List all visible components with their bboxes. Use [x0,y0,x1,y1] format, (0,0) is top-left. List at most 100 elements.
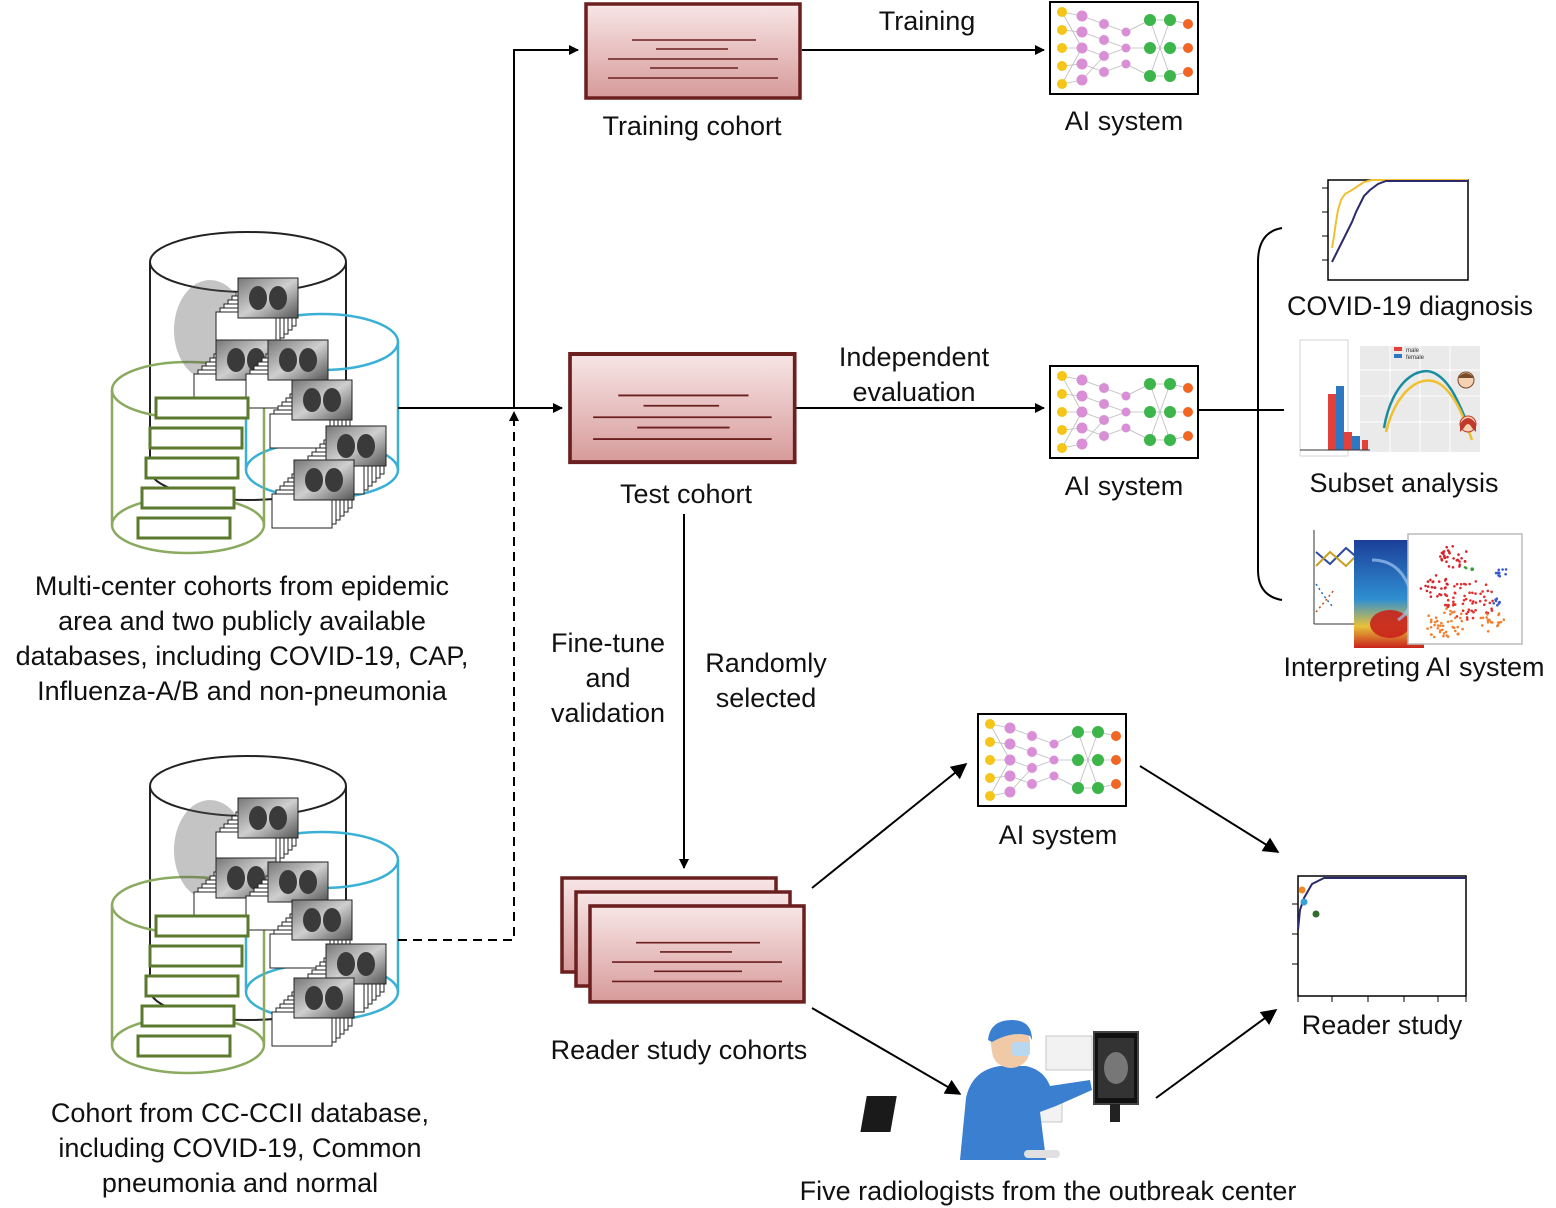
tsne-point [1429,625,1433,629]
tsne-point [1465,550,1468,553]
tsne-point [1474,601,1478,604]
tsne-point [1465,612,1468,615]
tsne-point [1426,585,1430,588]
fine-tune-label: Fine-tune and validation [530,626,686,731]
tsne-point [1498,601,1501,604]
tsne-point [1451,566,1455,569]
tsne-point [1446,598,1450,602]
ai-system-top-label: AI system [1064,106,1184,136]
tsne-point [1458,563,1462,566]
tsne-point [1501,568,1504,571]
tsne-point [1429,578,1432,582]
tsne-point [1445,634,1448,637]
tsne-point [1443,611,1446,615]
tsne-point [1486,618,1490,622]
tsne-point [1446,620,1450,624]
cc-ccii-cylinders [110,755,400,1075]
tsne-point [1430,618,1433,622]
tsne-point [1490,607,1493,610]
five-radiologists-label: Five radiologists from the outbreak cent… [799,1176,1297,1206]
ai-system-mid-label: AI system [1064,471,1184,501]
tsne-point [1445,607,1448,610]
tsne-point [1456,632,1460,636]
tsne-point [1478,599,1482,603]
tsne-point [1429,591,1432,594]
tsne-point [1461,602,1465,606]
tsne-point [1453,603,1457,606]
tsne-point [1433,623,1436,627]
arrow-to-training-cohort [513,45,579,408]
ai-system-top [1049,1,1199,95]
arrow-radiologists-to-reader-study [1155,1009,1278,1099]
tsne-point [1459,616,1462,620]
tsne-point [1474,580,1478,583]
tsne-point [1443,555,1446,559]
tsne-point [1440,587,1443,590]
cc-ccii-cohort-label: Cohort from CC-CCII database, including … [16,1096,464,1201]
tsne-point [1445,582,1449,586]
tsne-point [1442,632,1446,635]
tsne-point [1479,592,1482,596]
cc-ccii-line-3: pneumonia and normal [101,1168,379,1198]
tsne-point [1466,610,1470,614]
tsne-point [1497,568,1501,572]
subset-legend-male: male [1406,348,1420,354]
tsne-point [1446,555,1449,559]
tsne-point [1460,557,1463,560]
tsne-point [1439,593,1443,597]
tsne-point [1491,621,1494,624]
tsne-point [1449,609,1452,613]
tsne-point [1444,586,1447,589]
independent-evaluation-line-2: evaluation [852,377,976,407]
training-arrow-label: Training [878,6,976,36]
radiologist [960,1020,1092,1160]
tsne-point [1486,620,1490,624]
tsne-point [1441,624,1445,628]
tsne-point [1451,625,1454,629]
tsne-point [1504,572,1507,576]
tsne-point [1498,571,1501,575]
tsne-point [1483,603,1486,606]
tsne-point [1482,595,1486,599]
tsne-point [1449,613,1452,616]
tsne-point [1446,549,1450,552]
randomly-selected-line-1: Randomly [705,648,827,678]
randomly-selected-line-2: selected [715,683,817,713]
face-icon-girl [1459,415,1477,433]
tsne-point [1436,624,1440,627]
tsne-point [1442,634,1445,638]
tsne-point [1468,591,1471,594]
tsne-point [1466,618,1469,621]
tsne-point [1465,616,1469,619]
tsne-point [1464,583,1467,586]
tsne-point [1456,625,1459,629]
ai-system-mid [1049,365,1199,459]
reader-study-cohorts-stack [560,876,806,1004]
tsne-point [1497,613,1500,617]
independent-evaluation-label: Independent evaluation [814,340,1014,410]
tsne-point [1458,560,1461,563]
tsne-point [1452,596,1455,599]
tsne-point [1504,568,1508,571]
tsne-point [1484,599,1487,602]
tsne-point [1432,635,1436,639]
tsne-point [1419,587,1423,590]
tsne-point [1453,585,1456,588]
tsne-point [1452,557,1455,560]
tsne-point [1494,571,1498,575]
reader-study-label: Reader study [1301,1010,1463,1040]
tsne-point [1481,616,1485,620]
tsne-point [1444,603,1447,607]
training-cohort-box [584,2,802,100]
tsne-point [1469,599,1472,602]
tsne-point [1491,599,1494,603]
connectors [398,45,1284,1099]
tsne-point [1474,592,1477,595]
tsne-point [1471,568,1474,571]
tsne-point [1442,552,1445,556]
tsne-point [1463,560,1467,563]
tsne-point [1494,598,1497,602]
tsne-point [1453,591,1457,595]
tsne-point [1470,609,1473,613]
multi-center-line-4: Influenza-A/B and non-pneumonia [37,676,447,706]
